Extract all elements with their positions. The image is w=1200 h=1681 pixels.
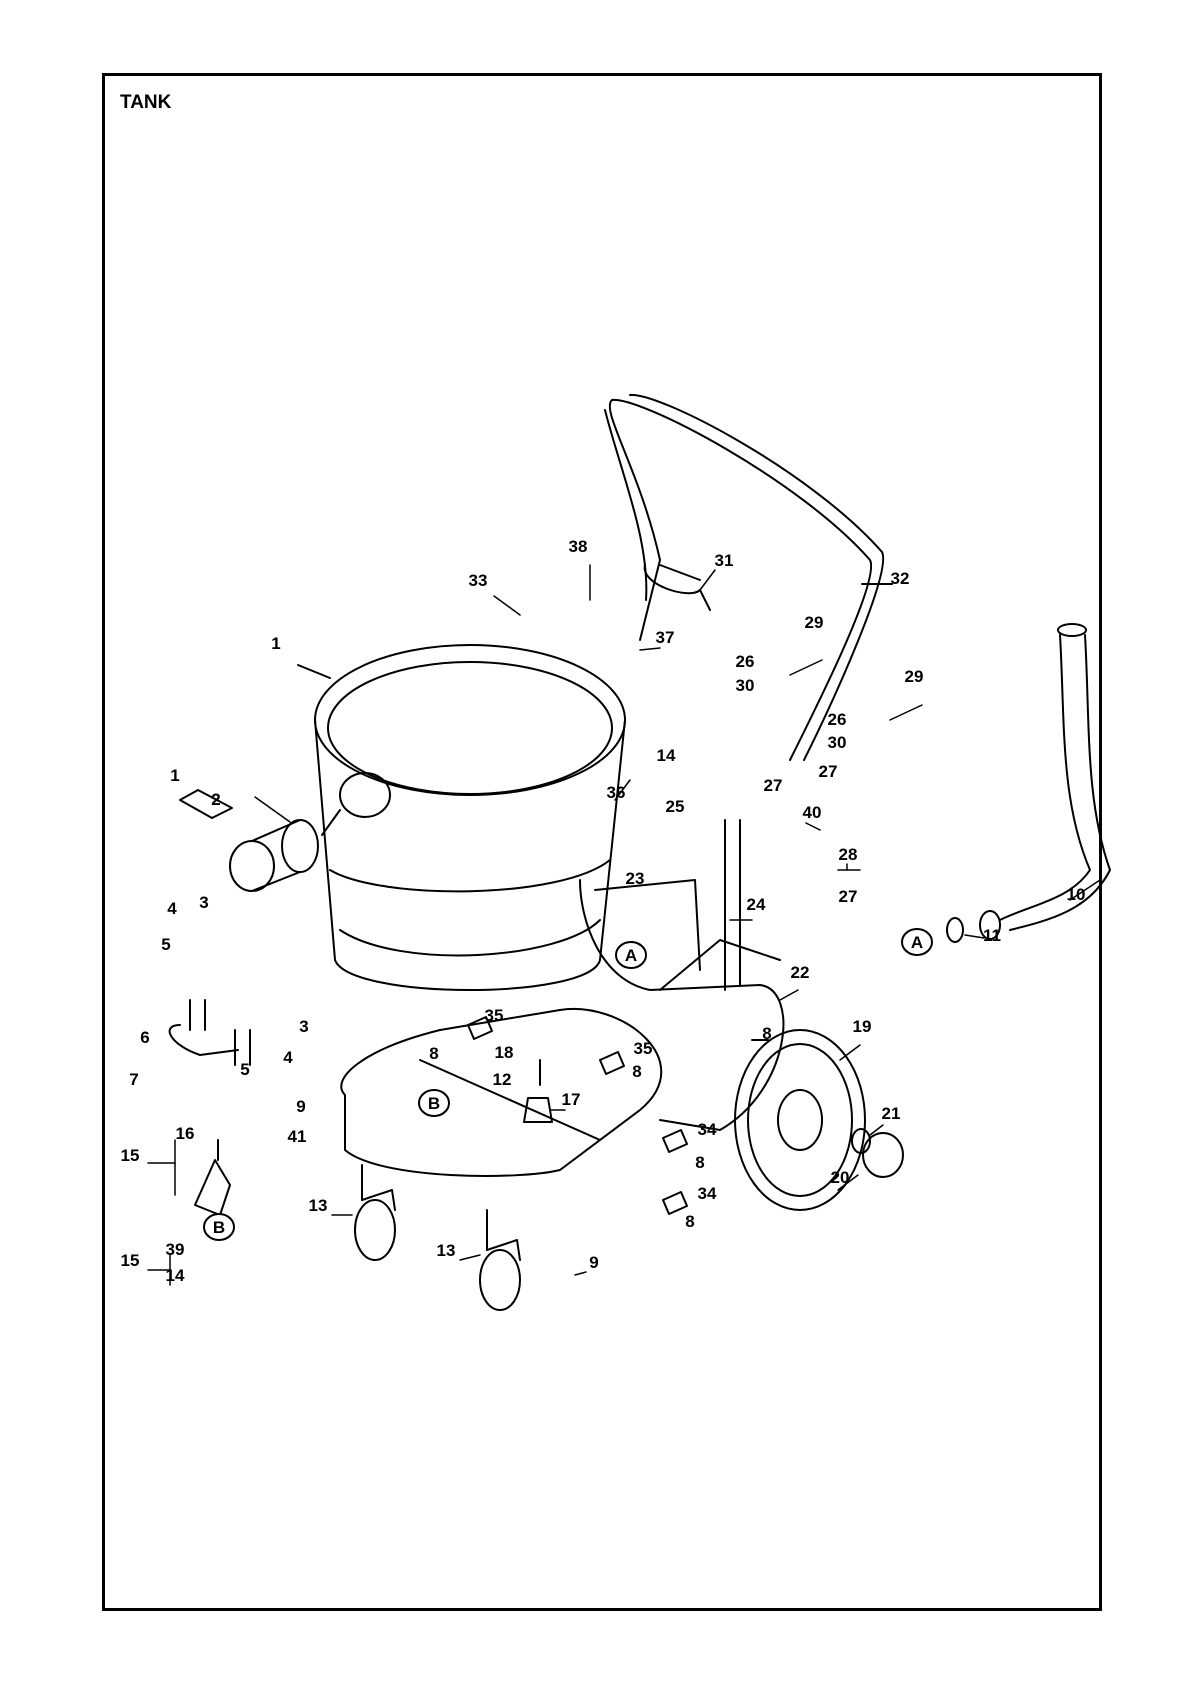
callout-30: 30	[828, 733, 847, 752]
callout-2: 2	[211, 790, 220, 809]
callout-8: 8	[762, 1024, 771, 1043]
callout-37: 37	[656, 628, 675, 647]
callout-15: 15	[121, 1146, 140, 1165]
callout-39: 39	[166, 1240, 185, 1259]
callout-35: 35	[485, 1006, 504, 1025]
callout-30: 30	[736, 676, 755, 695]
callout-29: 29	[905, 667, 924, 686]
callout-9: 9	[589, 1253, 598, 1272]
callout-14: 14	[657, 746, 676, 765]
front-casters	[354, 1164, 521, 1311]
callout-36: 36	[607, 783, 626, 802]
callout-7: 7	[129, 1070, 138, 1089]
callout-12: 12	[493, 1070, 512, 1089]
callout-13: 13	[437, 1241, 456, 1260]
callout-25: 25	[666, 797, 685, 816]
callout-22: 22	[791, 963, 810, 982]
accessory-holder	[643, 564, 711, 611]
inlet-fitting	[179, 789, 341, 892]
callout-34: 34	[698, 1120, 717, 1139]
callout-27: 27	[764, 776, 783, 795]
reference-label-B: B	[428, 1094, 440, 1113]
callout-3: 3	[199, 893, 208, 912]
callout-15: 15	[121, 1251, 140, 1270]
callout-20: 20	[831, 1168, 850, 1187]
callout-21: 21	[882, 1104, 901, 1123]
callout-5: 5	[240, 1060, 249, 1079]
callout-26: 26	[736, 652, 755, 671]
hose	[946, 623, 1111, 943]
callout-11: 11	[983, 926, 1001, 945]
callout-4: 4	[167, 899, 177, 918]
callout-23: 23	[626, 869, 645, 888]
callout-8: 8	[685, 1212, 694, 1231]
callout-14: 14	[166, 1266, 185, 1285]
callout-5: 5	[161, 935, 170, 954]
callout-27: 27	[819, 762, 838, 781]
callout-8: 8	[695, 1153, 704, 1172]
bumper-bar	[168, 999, 251, 1066]
callout-13: 13	[309, 1196, 328, 1215]
callout-18: 18	[495, 1043, 514, 1062]
diagram-frame	[102, 73, 1102, 1611]
chassis-frame	[579, 819, 785, 1131]
reference-markers: A A B B	[203, 928, 933, 1241]
callout-4: 4	[283, 1048, 293, 1067]
callout-31: 31	[715, 551, 734, 570]
callout-3: 3	[299, 1017, 308, 1036]
callout-41: 41	[288, 1127, 307, 1146]
reference-label-A: A	[625, 946, 637, 965]
leader-lines	[147, 564, 1101, 1286]
callout-8: 8	[429, 1044, 438, 1063]
callout-35: 35	[634, 1039, 653, 1058]
brake-pedal	[194, 1139, 231, 1216]
callout-33: 33	[469, 571, 488, 590]
rubber-foot	[523, 1059, 553, 1123]
callout-40: 40	[803, 803, 822, 822]
hub-cap	[851, 1128, 904, 1178]
callout-27: 27	[839, 887, 858, 906]
reference-marker-A: A	[615, 941, 647, 969]
callout-38: 38	[569, 537, 588, 556]
callout-26: 26	[828, 710, 847, 729]
callout-24: 24	[747, 895, 766, 914]
callout-6: 6	[140, 1028, 149, 1047]
reference-label-A: A	[911, 933, 923, 952]
handle	[604, 393, 893, 761]
callout-19: 19	[853, 1017, 872, 1036]
callout-8: 8	[632, 1062, 641, 1081]
base-plate	[340, 1007, 663, 1177]
callout-1: 1	[170, 766, 179, 785]
callout-17: 17	[562, 1090, 581, 1109]
clamp-brackets	[467, 1016, 688, 1215]
rear-wheel	[734, 1029, 866, 1211]
diagram-title: TANK	[120, 92, 172, 113]
reference-marker-A: A	[901, 928, 933, 956]
tank	[297, 644, 626, 991]
reference-marker-B: B	[418, 1089, 450, 1117]
callout-28: 28	[839, 845, 858, 864]
callout-1: 1	[271, 634, 280, 653]
reference-label-B: B	[213, 1218, 225, 1237]
callout-9: 9	[296, 1097, 305, 1116]
callout-29: 29	[805, 613, 824, 632]
callout-34: 34	[698, 1184, 717, 1203]
callout-16: 16	[176, 1124, 195, 1143]
reference-marker-B: B	[203, 1213, 235, 1241]
callout-32: 32	[891, 569, 910, 588]
callout-10: 10	[1067, 885, 1086, 904]
